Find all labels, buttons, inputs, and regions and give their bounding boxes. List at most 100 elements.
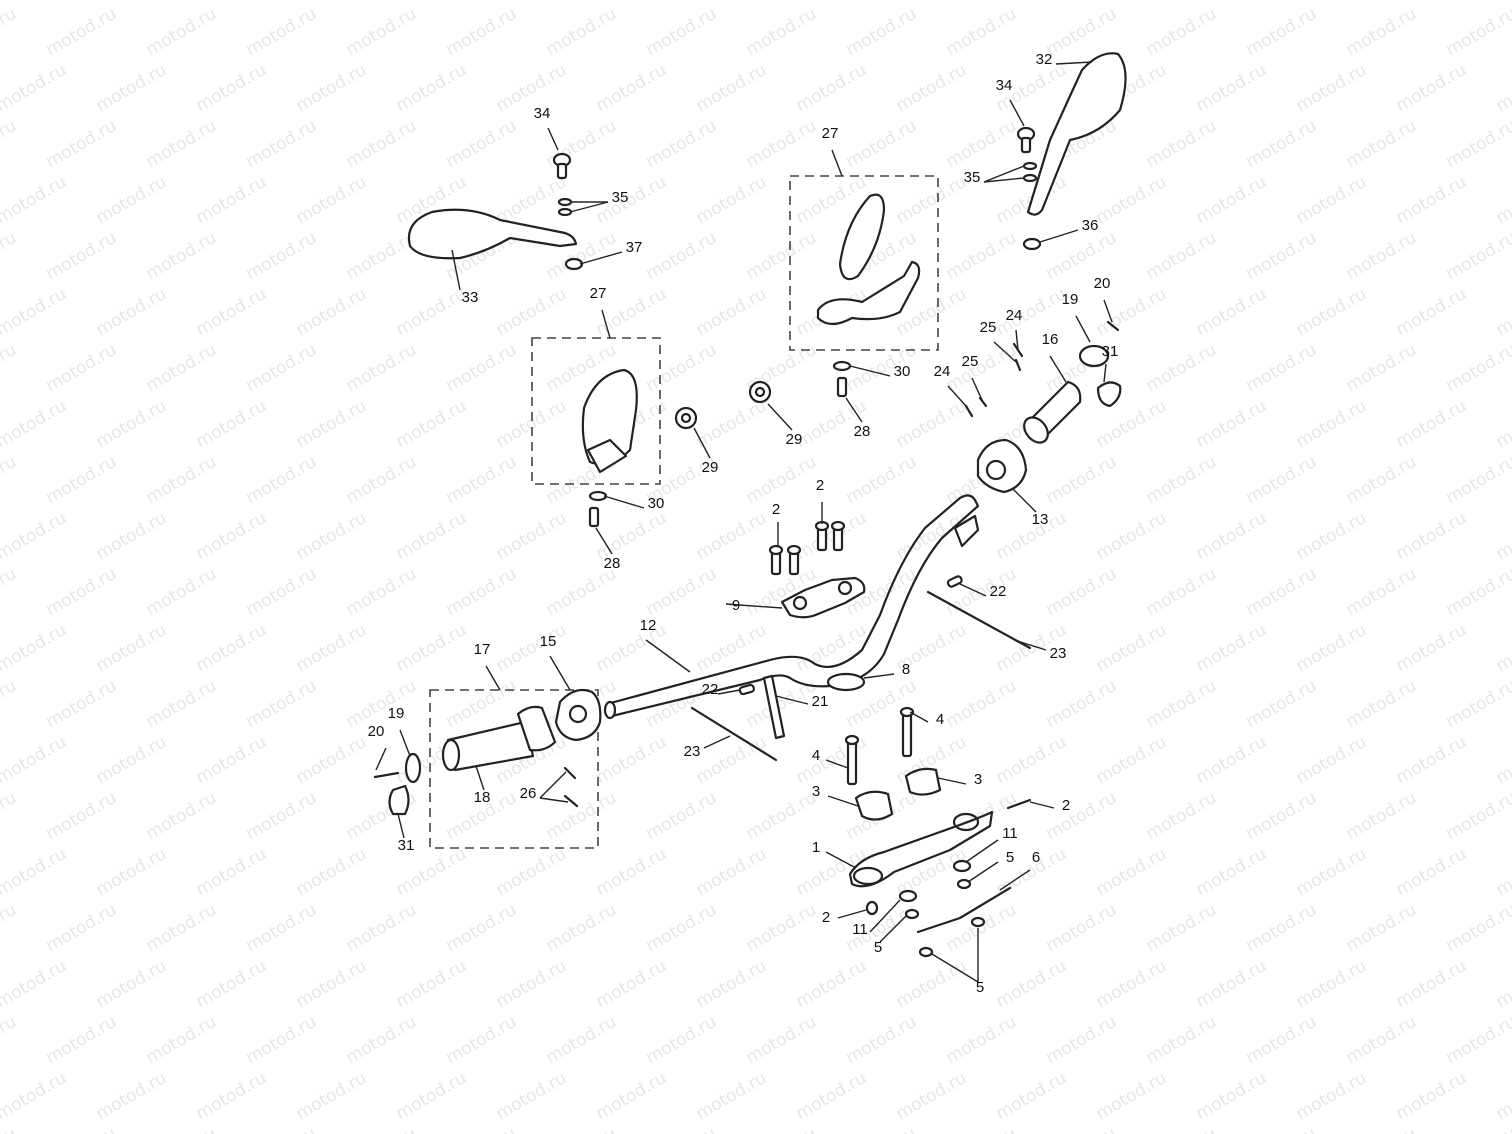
bar-end-mirror-right (748, 193, 921, 404)
bar-end-mirror-left (581, 368, 698, 528)
watermark-text: motod.ru (1093, 1068, 1171, 1124)
callout-c11b: 11 (1002, 825, 1018, 842)
watermark-text: motod.ru (43, 116, 121, 172)
watermark-text: motod.ru (1393, 284, 1471, 340)
callout-c16: 16 (1042, 331, 1059, 348)
watermark-text: motod.ru (1443, 340, 1512, 396)
leader-line (849, 365, 891, 377)
watermark-text: motod.ru (1143, 116, 1221, 172)
watermark-text: motod.ru (193, 956, 271, 1012)
watermark-text: motod.ru (1493, 60, 1512, 116)
watermark-text: motod.ru (543, 1124, 621, 1134)
watermark-text: motod.ru (343, 1124, 421, 1134)
watermark-text: motod.ru (143, 788, 221, 844)
watermark-text: motod.ru (1093, 956, 1171, 1012)
watermark-text: motod.ru (1143, 1124, 1221, 1134)
watermark-text: motod.ru (693, 732, 771, 788)
callout-c29a: 29 (702, 459, 719, 476)
watermark-text: motod.ru (93, 172, 171, 228)
watermark-text: motod.ru (43, 1012, 121, 1068)
watermark-text: motod.ru (243, 4, 321, 60)
callout-c15: 15 (540, 633, 557, 650)
watermark-text: motod.ru (1093, 732, 1171, 788)
watermark-text: motod.ru (1443, 228, 1512, 284)
watermark-text: motod.ru (943, 116, 1021, 172)
leader-line (993, 341, 1017, 363)
leader-line (725, 603, 783, 609)
watermark-text: motod.ru (1493, 172, 1512, 228)
watermark-text: motod.ru (243, 676, 321, 732)
watermark-text: motod.ru (1043, 788, 1121, 844)
leader-line (937, 777, 967, 785)
callout-c20b: 20 (368, 723, 385, 740)
watermark-text: motod.ru (193, 732, 271, 788)
mirror-32-part (1022, 52, 1127, 251)
watermark-text: motod.ru (1043, 564, 1121, 620)
callout-c5c: 5 (976, 979, 984, 996)
watermark-text: motod.ru (0, 4, 20, 60)
watermark-text: motod.ru (643, 788, 721, 844)
watermark-text: motod.ru (993, 956, 1071, 1012)
watermark-text: motod.ru (1493, 508, 1512, 564)
callout-c24b: 24 (934, 363, 951, 380)
watermark-text: motod.ru (593, 844, 671, 900)
leader-line (717, 689, 741, 695)
watermark-text: motod.ru (693, 60, 771, 116)
watermark-text: motod.ru (0, 116, 20, 172)
watermark-text: motod.ru (143, 564, 221, 620)
callout-c3a: 3 (812, 783, 820, 800)
watermark-text: motod.ru (43, 452, 121, 508)
watermark-text: motod.ru (193, 172, 271, 228)
watermark-text: motod.ru (243, 564, 321, 620)
callout-c8: 8 (902, 661, 910, 678)
watermark-text: motod.ru (693, 620, 771, 676)
watermark-text: motod.ru (1193, 844, 1271, 900)
watermark-text: motod.ru (793, 60, 871, 116)
callout-c13: 13 (1032, 511, 1049, 528)
leader-line (485, 665, 501, 691)
watermark-text: motod.ru (393, 60, 471, 116)
leader-line (1029, 801, 1055, 809)
callout-c3b: 3 (974, 771, 982, 788)
watermark-text: motod.ru (893, 172, 971, 228)
watermark-text: motod.ru (93, 956, 171, 1012)
watermark-text: motod.ru (593, 172, 671, 228)
watermark-text: motod.ru (443, 900, 521, 956)
watermark-text: motod.ru (1193, 956, 1271, 1012)
watermark-text: motod.ru (893, 396, 971, 452)
watermark-text: motod.ru (1493, 956, 1512, 1012)
watermark-text: motod.ru (143, 4, 221, 60)
watermark-text: motod.ru (393, 396, 471, 452)
watermark-text: motod.ru (293, 284, 371, 340)
watermark-text: motod.ru (1493, 844, 1512, 900)
watermark-text: motod.ru (793, 0, 871, 4)
callout-c28a: 28 (854, 423, 871, 440)
watermark-text: motod.ru (1043, 4, 1121, 60)
clip-on-cable (953, 514, 980, 548)
callout-c36: 36 (1082, 217, 1099, 234)
watermark-text: motod.ru (1293, 620, 1371, 676)
callout-c17: 17 (474, 641, 491, 658)
leader-line (693, 427, 711, 459)
watermark-text: motod.ru (1093, 0, 1171, 4)
watermark-text: motod.ru (0, 732, 70, 788)
watermark-text: motod.ru (0, 1012, 20, 1068)
watermark-text: motod.ru (1393, 508, 1471, 564)
watermark-text: motod.ru (193, 1068, 271, 1124)
leader-line (1039, 229, 1079, 243)
watermark-text: motod.ru (443, 564, 521, 620)
watermark-text: motod.ru (493, 508, 571, 564)
leader-line (1009, 99, 1025, 127)
watermark-text: motod.ru (743, 1012, 821, 1068)
callout-c28b: 28 (604, 555, 621, 572)
leader-line (983, 165, 1025, 183)
watermark-text: motod.ru (443, 4, 521, 60)
watermark-text: motod.ru (843, 452, 921, 508)
watermark-text: motod.ru (643, 340, 721, 396)
watermark-text: motod.ru (943, 564, 1021, 620)
callout-c9: 9 (732, 597, 740, 614)
watermark-text: motod.ru (1343, 4, 1421, 60)
watermark-text: motod.ru (1293, 172, 1371, 228)
callout-c33: 33 (462, 289, 479, 306)
